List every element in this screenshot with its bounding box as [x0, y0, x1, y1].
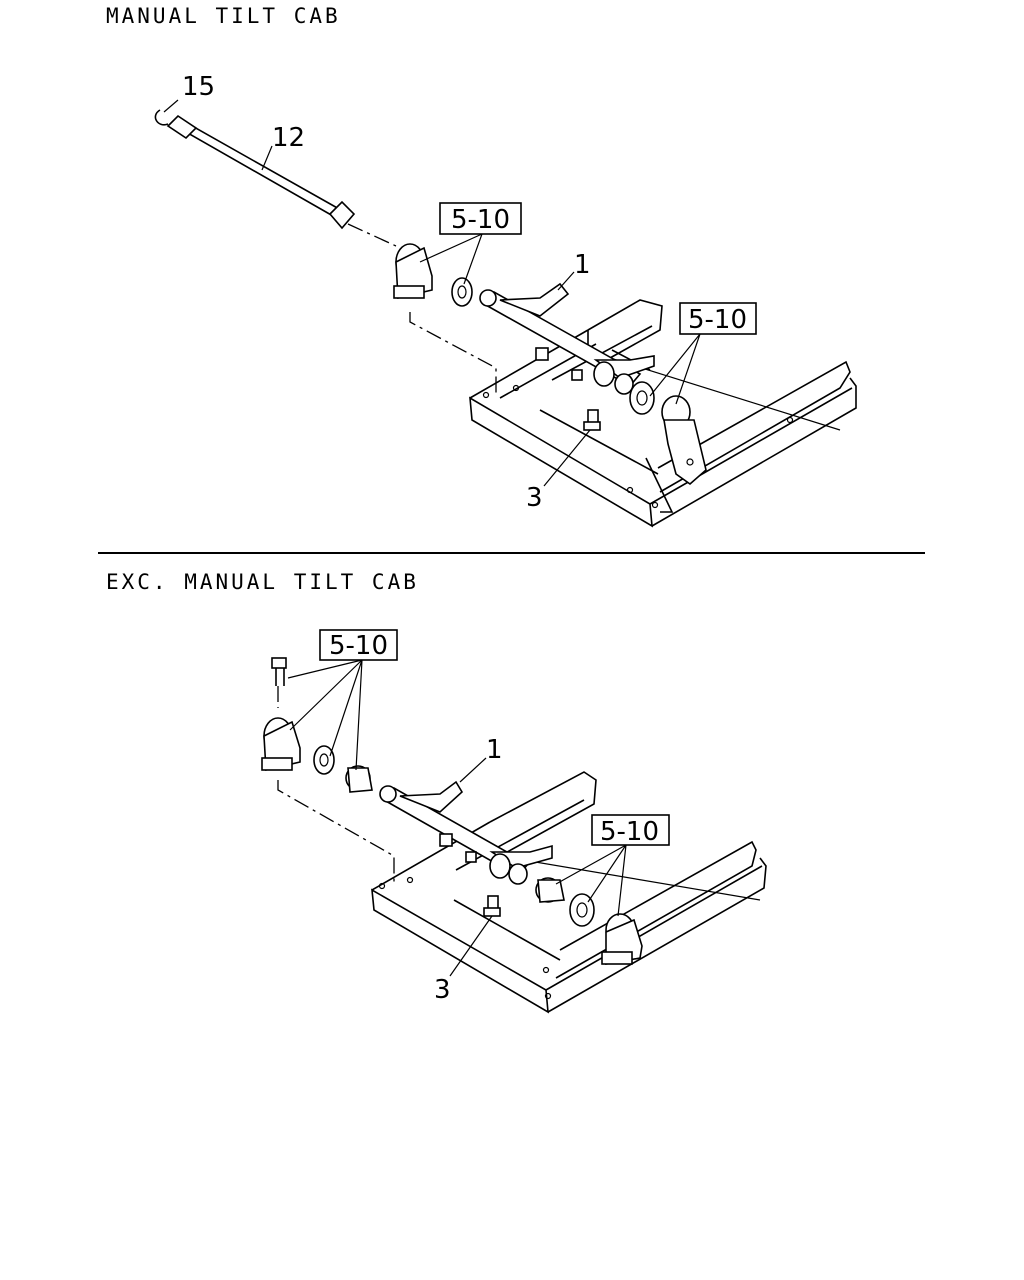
callout-3: 3 [434, 975, 451, 1005]
reference-box-5-10 [679, 302, 757, 335]
bolt [271, 657, 287, 686]
bushing-right [629, 381, 655, 415]
section-title-manual-tilt-cab: MANUAL TILT CAB [106, 4, 341, 28]
callout-1: 1 [574, 250, 591, 280]
bushing-left [451, 277, 473, 307]
torsion-bar-part-12 [166, 114, 356, 230]
reference-box-5-10 [319, 629, 398, 661]
callout-15: 15 [182, 72, 215, 102]
callout-12: 12 [272, 123, 305, 153]
cab-mount-tube-part-1 [479, 282, 655, 395]
callout-1: 1 [486, 735, 503, 765]
exc-manual-tilt-cab-diagram: 5-10 1 5-10 3 [261, 629, 767, 1014]
reference-box-5-10 [439, 202, 522, 235]
cab-mount-tube-part-1 [379, 780, 553, 885]
manual-tilt-cab-diagram: 15 12 5-10 1 5-10 3 [154, 72, 857, 528]
mount-bracket-left [393, 243, 433, 299]
grease-fitting-part-3 [483, 895, 501, 917]
grease-fitting-part-3 [583, 409, 601, 431]
assembly-line [409, 312, 497, 395]
mount-bracket-right [661, 395, 707, 486]
sleeve-right [535, 877, 565, 903]
bushing-left [313, 745, 335, 775]
section-title-exc-manual-tilt-cab: EXC. MANUAL TILT CAB [106, 570, 419, 594]
callout-5-10: 5-10 [329, 631, 388, 661]
callout-5-10: 5-10 [451, 205, 510, 235]
mount-bracket-right [601, 913, 643, 965]
callout-3: 3 [526, 483, 543, 513]
assembly-line [347, 223, 397, 247]
assembly-line [277, 780, 395, 884]
callout-5-10: 5-10 [600, 817, 659, 847]
mount-bracket-left [261, 717, 301, 771]
clip-part-15 [154, 109, 169, 126]
reference-box-5-10 [591, 814, 670, 846]
callout-5-10: 5-10 [688, 305, 747, 335]
sleeve-left [345, 765, 373, 793]
section-divider [98, 552, 925, 554]
